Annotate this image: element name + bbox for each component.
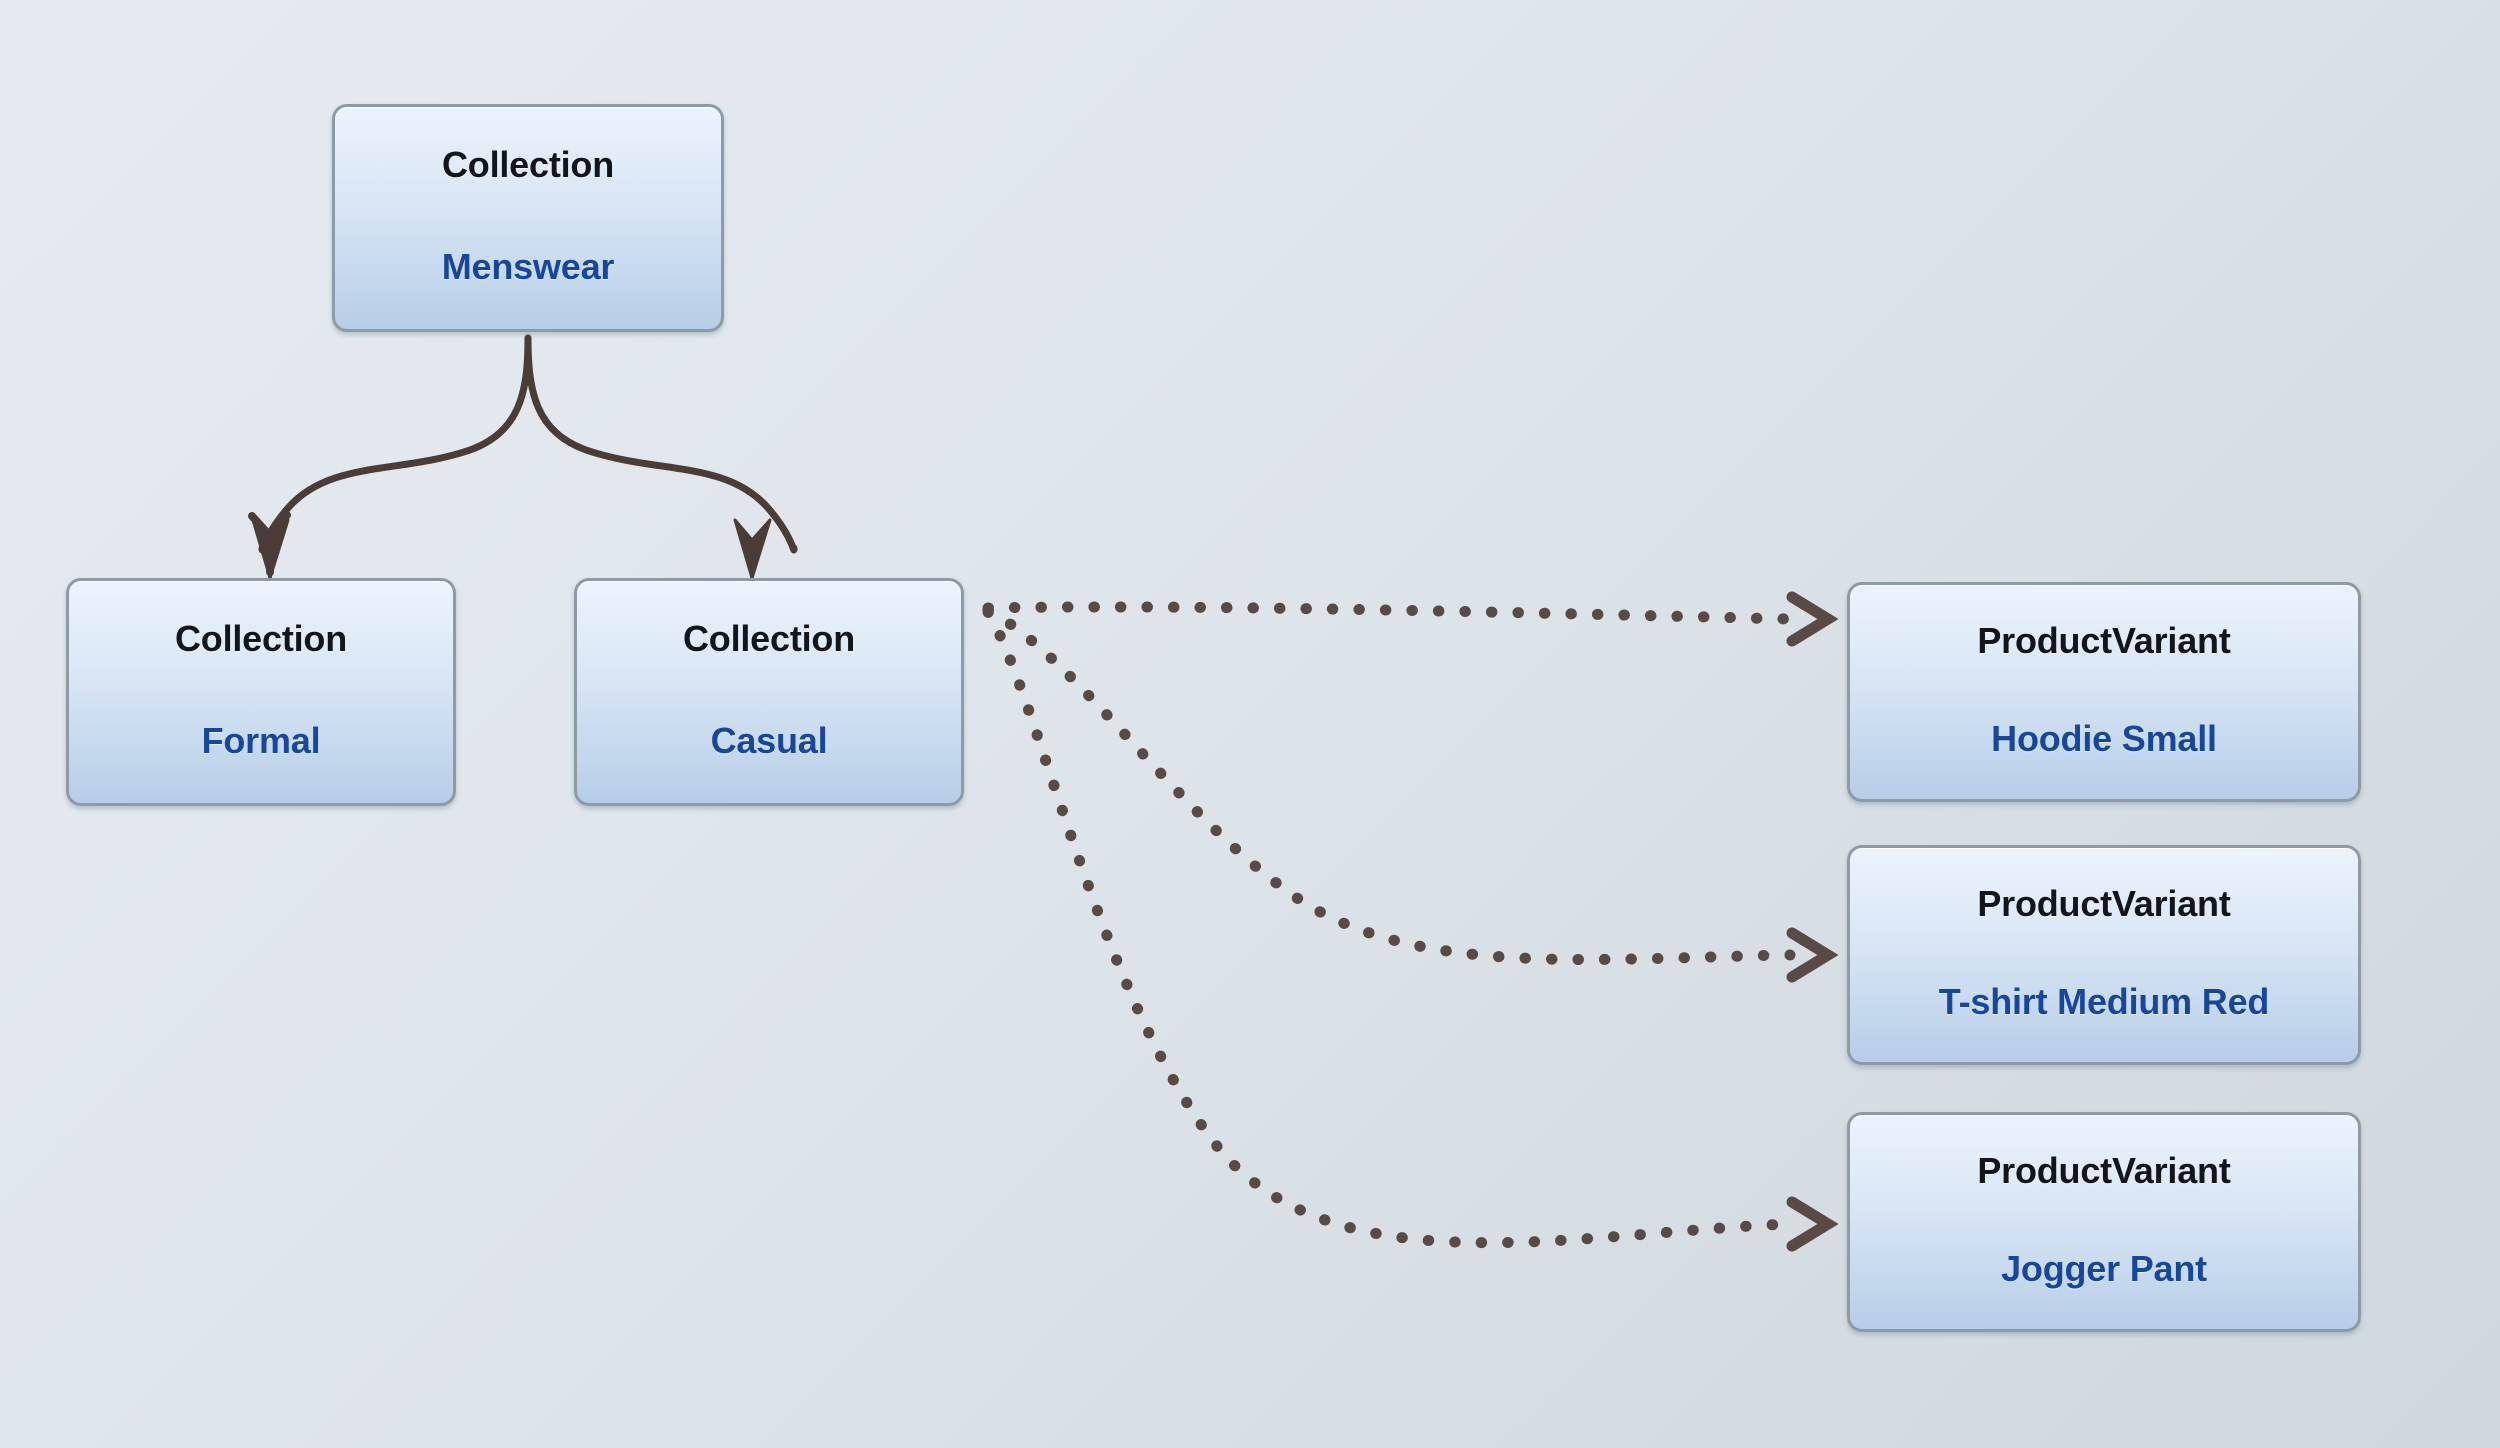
- node-productvariant-hoodie-small[interactable]: ProductVariant Hoodie Small: [1847, 582, 2361, 802]
- node-type-label: ProductVariant: [1977, 620, 2231, 661]
- node-productvariant-tshirt-medium-red[interactable]: ProductVariant T-shirt Medium Red: [1847, 845, 2361, 1065]
- edge-menswear-to-casual: [524, 334, 798, 580]
- node-type-label: Collection: [441, 144, 614, 185]
- node-type-label: ProductVariant: [1977, 1150, 2231, 1191]
- node-type-label: ProductVariant: [1977, 883, 2231, 924]
- node-type-label: Collection: [174, 618, 347, 659]
- node-name-label: Menswear: [441, 246, 615, 287]
- node-name-label: T-shirt Medium Red: [1938, 981, 2270, 1022]
- edge-casual-to-pv2: [982, 604, 1839, 983]
- node-name-label: Jogger Pant: [2001, 1248, 2207, 1289]
- node-type-label: Collection: [682, 618, 855, 659]
- node-name-label: Casual: [710, 720, 828, 761]
- node-collection-casual[interactable]: Collection Casual: [574, 578, 964, 806]
- node-collection-formal[interactable]: Collection Formal: [66, 578, 456, 806]
- node-productvariant-jogger-pant[interactable]: ProductVariant Jogger Pant: [1847, 1112, 2361, 1332]
- node-name-label: Formal: [201, 720, 321, 761]
- edge-casual-to-pv1: [982, 591, 1839, 647]
- node-name-label: Hoodie Small: [1991, 718, 2217, 759]
- node-collection-menswear[interactable]: Collection Menswear: [332, 104, 724, 332]
- edge-menswear-to-formal: [248, 334, 532, 580]
- edge-casual-to-pv3: [982, 606, 1839, 1252]
